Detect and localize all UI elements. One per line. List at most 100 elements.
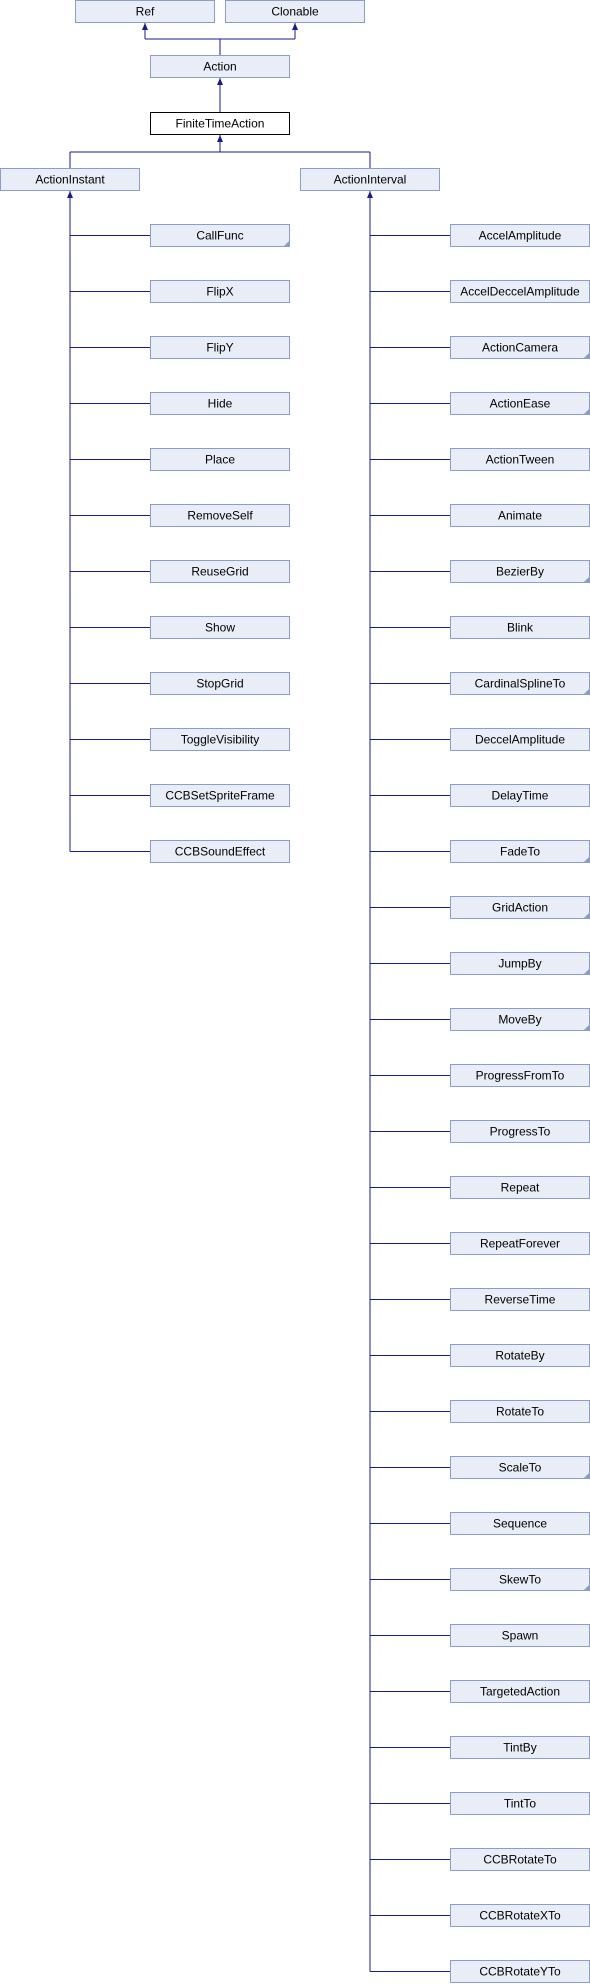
class-label-progressfromto: ProgressFromTo [476, 1069, 565, 1083]
inheritance-arrow [67, 191, 73, 198]
class-box-show [150, 616, 290, 639]
class-node-tintby[interactable]: TintBy [450, 1736, 590, 1759]
class-node-flipx[interactable]: FlipX [150, 280, 290, 303]
class-node-actioncamera[interactable]: ActionCamera [450, 336, 590, 359]
class-label-togglevisibility: ToggleVisibility [181, 733, 260, 747]
class-label-moveby: MoveBy [498, 1013, 541, 1027]
class-node-flipy[interactable]: FlipY [150, 336, 290, 359]
more-subclasses-marker [583, 576, 590, 583]
class-label-hide: Hide [208, 397, 233, 411]
class-node-ccbrotateto[interactable]: CCBRotateTo [450, 1848, 590, 1871]
class-node-progressto[interactable]: ProgressTo [450, 1120, 590, 1143]
class-label-flipy: FlipY [206, 341, 233, 355]
class-label-rotateby: RotateBy [495, 1349, 544, 1363]
class-label-animate: Animate [498, 509, 542, 523]
class-label-jumpby: JumpBy [498, 957, 541, 971]
class-node-show[interactable]: Show [150, 616, 290, 639]
class-box-reusegrid [150, 560, 290, 583]
class-node-actiontween[interactable]: ActionTween [450, 448, 590, 471]
class-label-ref: Ref [136, 5, 155, 19]
more-subclasses-marker [583, 1584, 590, 1591]
class-label-sequence: Sequence [493, 1517, 547, 1531]
more-subclasses-marker [583, 1024, 590, 1031]
class-node-actioninterval[interactable]: ActionInterval [300, 168, 440, 191]
class-box-clonable [225, 0, 365, 23]
class-label-delaytime: DelayTime [492, 789, 549, 803]
class-label-actionease: ActionEase [490, 397, 551, 411]
class-node-clonable[interactable]: Clonable [225, 0, 365, 23]
class-node-ccbsetspriteframe[interactable]: CCBSetSpriteFrame [150, 784, 290, 807]
class-label-accelamplitude: AccelAmplitude [479, 229, 562, 243]
class-node-reversetime[interactable]: ReverseTime [450, 1288, 590, 1311]
class-node-ccbrotatexto[interactable]: CCBRotateXTo [450, 1904, 590, 1927]
class-label-actiontween: ActionTween [486, 453, 555, 467]
class-label-rotateto: RotateTo [496, 1405, 544, 1419]
class-box-callfunc [150, 224, 290, 247]
class-node-ccbsoundeffect[interactable]: CCBSoundEffect [150, 840, 290, 863]
class-node-tintto[interactable]: TintTo [450, 1792, 590, 1815]
class-box-stopgrid [150, 672, 290, 695]
class-node-blink[interactable]: Blink [450, 616, 590, 639]
class-node-repeatforever[interactable]: RepeatForever [450, 1232, 590, 1255]
class-node-moveby[interactable]: MoveBy [450, 1008, 590, 1031]
class-node-finitetimeaction[interactable]: FiniteTimeAction [150, 112, 290, 135]
class-label-stopgrid: StopGrid [196, 677, 243, 691]
class-label-callfunc: CallFunc [196, 229, 243, 243]
class-label-removeself: RemoveSelf [187, 509, 253, 523]
class-node-actionease[interactable]: ActionEase [450, 392, 590, 415]
class-node-repeat[interactable]: Repeat [450, 1176, 590, 1199]
class-label-repeat: Repeat [501, 1181, 540, 1195]
class-node-accelamplitude[interactable]: AccelAmplitude [450, 224, 590, 247]
class-label-ccbrotateto: CCBRotateTo [483, 1853, 557, 1867]
class-node-jumpby[interactable]: JumpBy [450, 952, 590, 975]
class-node-actioninstant[interactable]: ActionInstant [0, 168, 140, 191]
class-node-ccbrotateyto[interactable]: CCBRotateYTo [450, 1960, 590, 1983]
class-node-cardinalsplineto[interactable]: CardinalSplineTo [450, 672, 590, 695]
class-node-bezierby[interactable]: BezierBy [450, 560, 590, 583]
class-node-rotateto[interactable]: RotateTo [450, 1400, 590, 1423]
class-node-callfunc[interactable]: CallFunc [150, 224, 290, 247]
class-label-blink: Blink [507, 621, 534, 635]
class-box-ccbsoundeffect [150, 840, 290, 863]
class-node-sequence[interactable]: Sequence [450, 1512, 590, 1535]
class-node-ref[interactable]: Ref [75, 0, 215, 23]
inheritance-arrow [367, 191, 373, 198]
class-node-progressfromto[interactable]: ProgressFromTo [450, 1064, 590, 1087]
class-label-place: Place [205, 453, 235, 467]
class-node-gridaction[interactable]: GridAction [450, 896, 590, 919]
class-node-deccelamplitude[interactable]: DeccelAmplitude [450, 728, 590, 751]
class-box-flipx [150, 280, 290, 303]
class-box-hide [150, 392, 290, 415]
class-box-ref [75, 0, 215, 23]
class-node-acceldeccelamplitude[interactable]: AccelDeccelAmplitude [450, 280, 590, 303]
class-node-rotateby[interactable]: RotateBy [450, 1344, 590, 1367]
class-label-ccbsetspriteframe: CCBSetSpriteFrame [165, 789, 275, 803]
class-node-fadeto[interactable]: FadeTo [450, 840, 590, 863]
class-label-actioninterval: ActionInterval [334, 173, 407, 187]
class-label-fadeto: FadeTo [500, 845, 540, 859]
class-node-place[interactable]: Place [150, 448, 290, 471]
class-node-removeself[interactable]: RemoveSelf [150, 504, 290, 527]
class-label-skewto: SkewTo [499, 1573, 541, 1587]
class-node-stopgrid[interactable]: StopGrid [150, 672, 290, 695]
class-node-animate[interactable]: Animate [450, 504, 590, 527]
class-node-hide[interactable]: Hide [150, 392, 290, 415]
class-node-togglevisibility[interactable]: ToggleVisibility [150, 728, 290, 751]
class-label-action: Action [203, 60, 236, 74]
class-node-reusegrid[interactable]: ReuseGrid [150, 560, 290, 583]
class-node-skewto[interactable]: SkewTo [450, 1568, 590, 1591]
class-label-ccbrotateyto: CCBRotateYTo [479, 1965, 561, 1979]
class-node-spawn[interactable]: Spawn [450, 1624, 590, 1647]
class-node-targetedaction[interactable]: TargetedAction [450, 1680, 590, 1703]
class-box-actioninterval [300, 168, 440, 191]
class-label-gridaction: GridAction [492, 901, 548, 915]
inheritance-arrow [142, 23, 148, 30]
more-subclasses-marker [583, 688, 590, 695]
class-label-spawn: Spawn [502, 1629, 539, 1643]
class-node-delaytime[interactable]: DelayTime [450, 784, 590, 807]
class-box-togglevisibility [150, 728, 290, 751]
more-subclasses-marker [583, 912, 590, 919]
class-node-scaleto[interactable]: ScaleTo [450, 1456, 590, 1479]
class-node-action[interactable]: Action [150, 55, 290, 78]
inheritance-arrow [217, 135, 223, 142]
